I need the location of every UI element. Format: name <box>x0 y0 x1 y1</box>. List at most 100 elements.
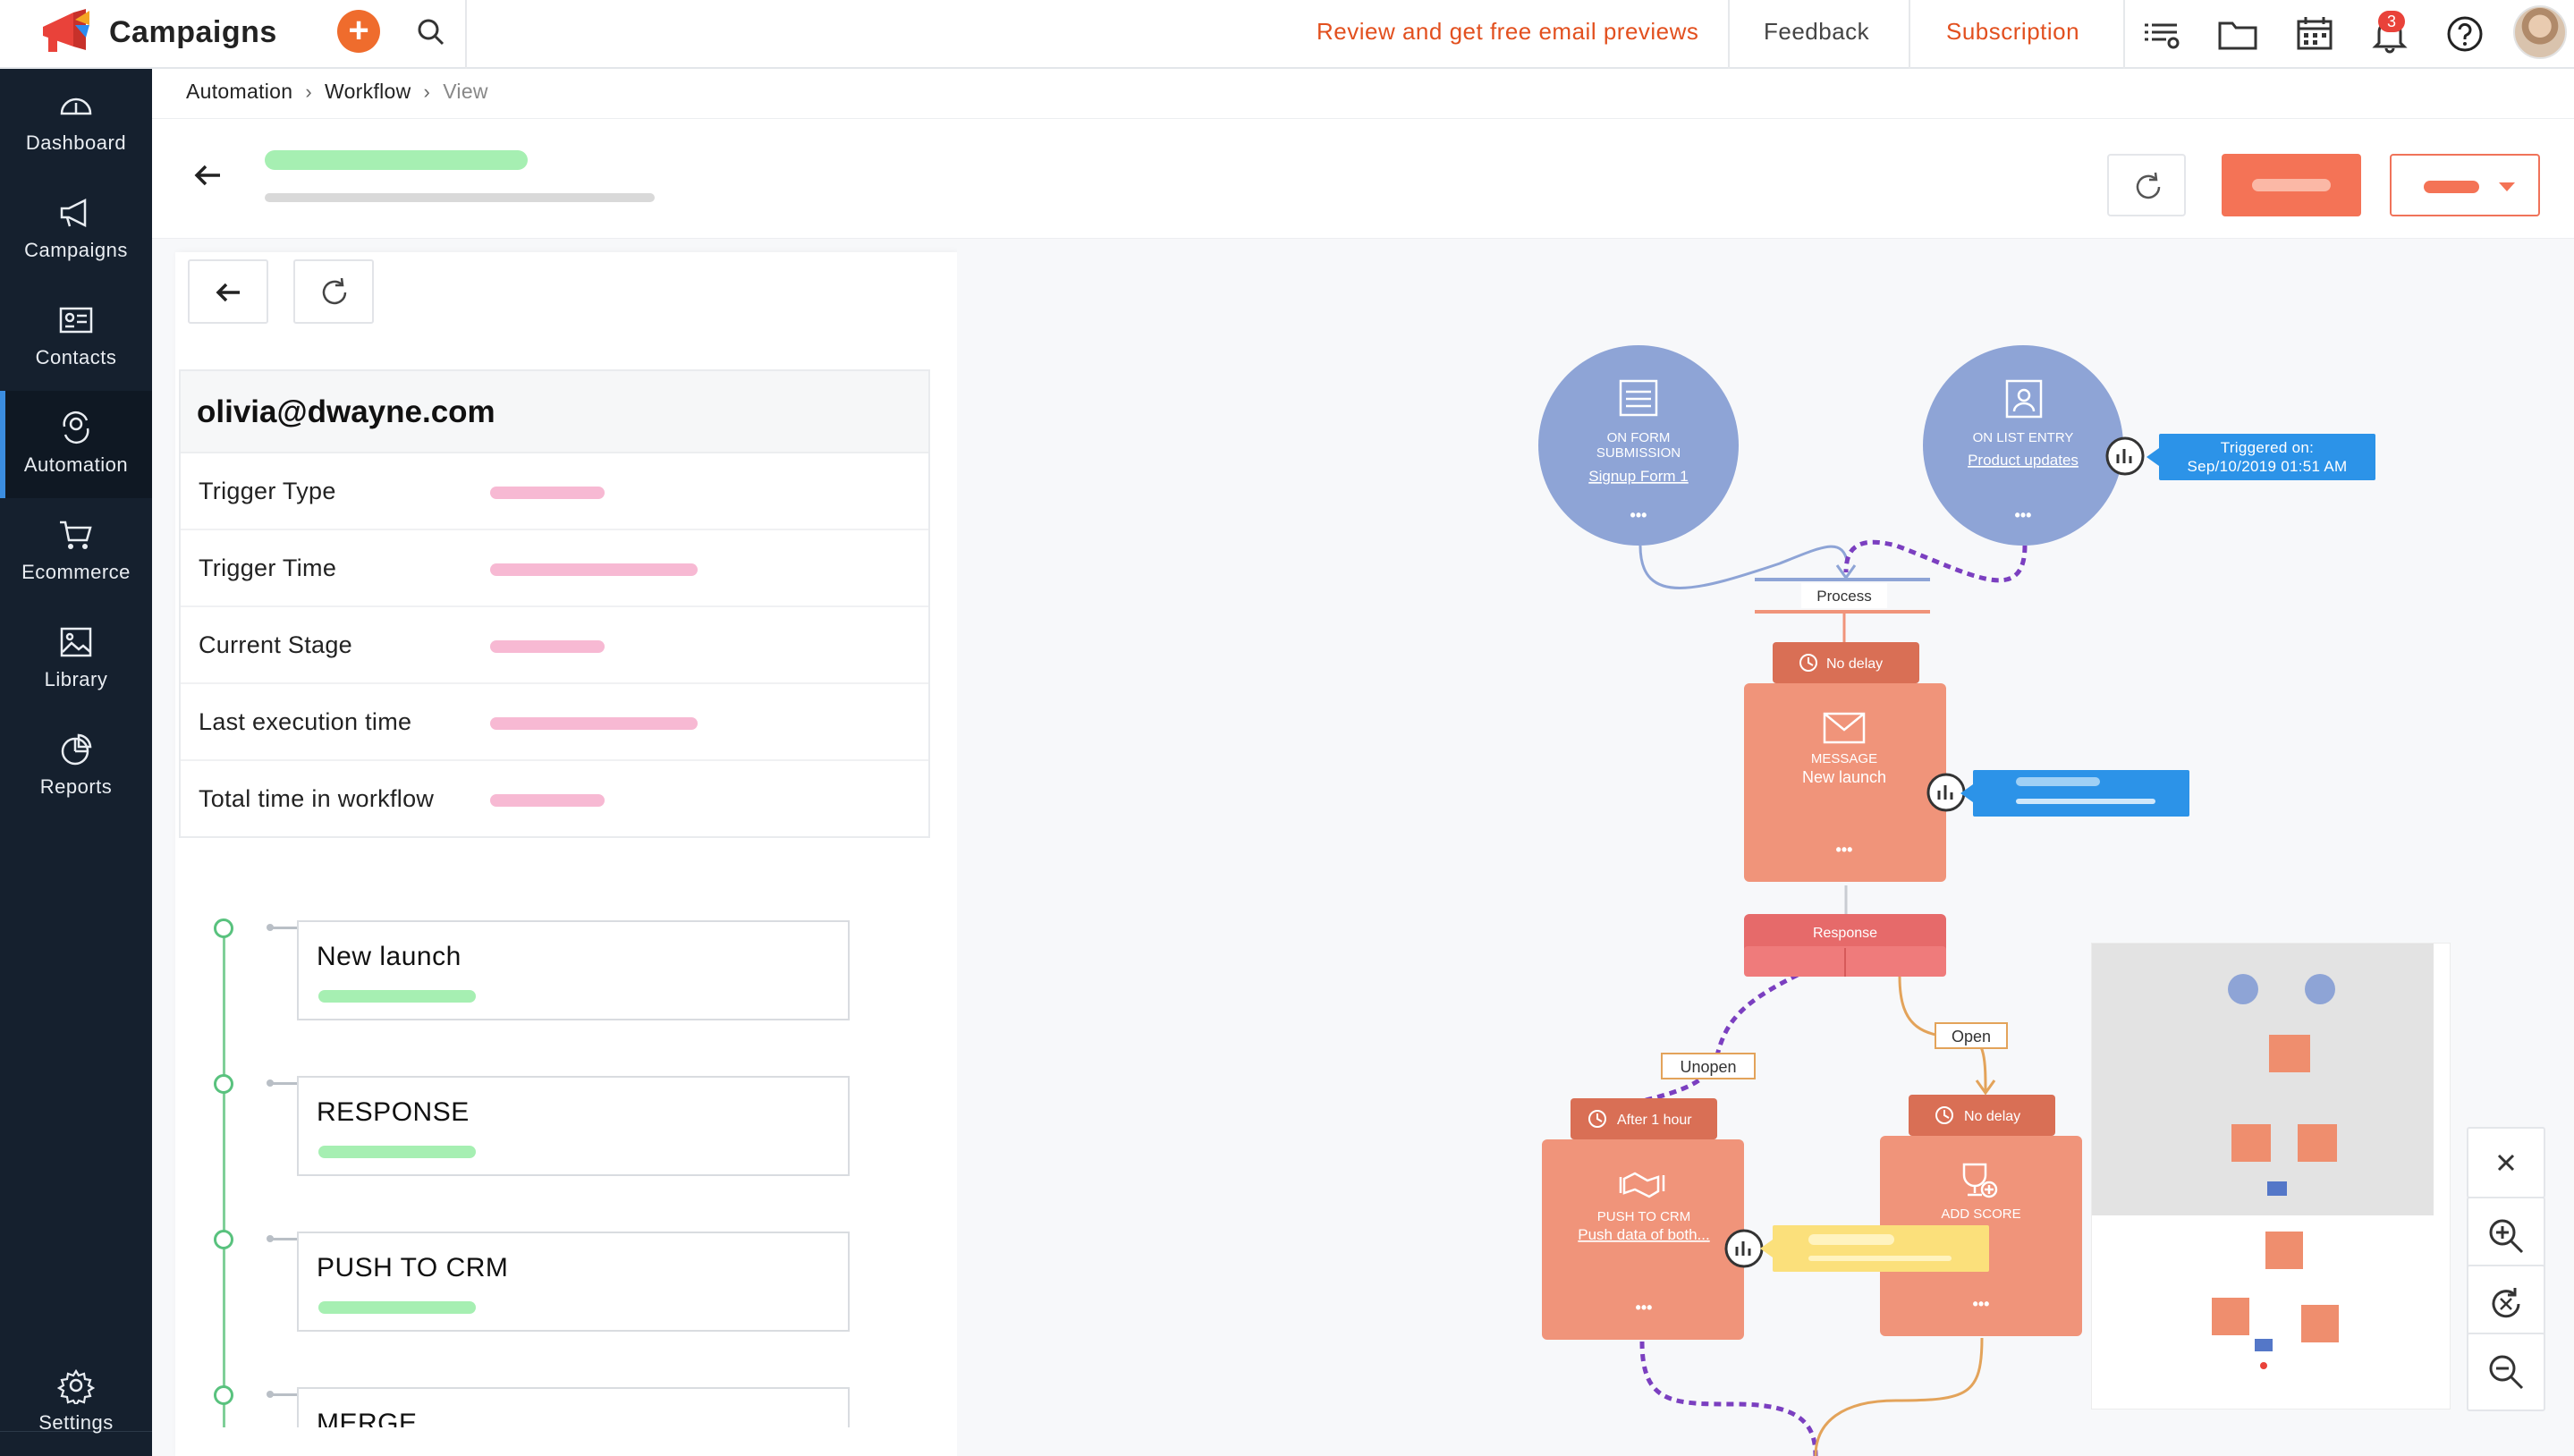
back-arrow-icon[interactable] <box>190 157 225 193</box>
envelope-icon <box>1823 712 1866 744</box>
field-label: Trigger Time <box>199 554 337 581</box>
node-type-label: PUSH TO CRM <box>1597 1209 1690 1224</box>
message-stats-tooltip <box>1960 770 2189 817</box>
push-to-crm-node[interactable]: After 1 hour PUSH TO CRM Push data of bo… <box>1542 1098 1744 1340</box>
zoom-in-button[interactable] <box>2467 1197 2545 1275</box>
avatar[interactable] <box>2513 5 2567 59</box>
more-options-icon[interactable]: ••• <box>1973 1295 1990 1313</box>
cart-icon <box>60 521 92 549</box>
sidebar-item-campaigns[interactable]: Campaigns <box>0 176 152 284</box>
crm-link[interactable]: Push data of both... <box>1578 1226 1709 1243</box>
triggered-on-label: Triggered on: <box>2220 439 2315 456</box>
back-arrow-icon <box>216 283 240 302</box>
sidebar-divider <box>0 1431 152 1432</box>
search-icon[interactable] <box>413 14 449 50</box>
trigger-form-node[interactable]: ON FORM SUBMISSION Signup Form 1 ••• <box>1538 345 1739 546</box>
stats-placeholder <box>1808 1256 1952 1261</box>
sidebar-item-label: Campaigns <box>24 239 128 261</box>
breadcrumb-automation[interactable]: Automation <box>186 80 293 103</box>
response-label: Response <box>1813 926 1877 941</box>
more-options-icon[interactable]: ••• <box>1836 841 1853 859</box>
panel-refresh-button[interactable] <box>293 259 374 324</box>
timeline-item-title: PUSH TO CRM <box>317 1253 509 1282</box>
minimap-node <box>2265 1232 2303 1269</box>
feedback-link[interactable]: Feedback <box>1764 18 1870 45</box>
top-divider <box>2123 0 2125 69</box>
plus-icon[interactable]: + <box>337 10 380 53</box>
sidebar-item-ecommerce[interactable]: Ecommerce <box>0 498 152 605</box>
timeline-item[interactable]: PUSH TO CRM <box>297 1232 850 1332</box>
node-type-label: ADD SCORE <box>1941 1206 2020 1222</box>
timeline-item[interactable]: RESPONSE <box>297 1076 850 1176</box>
timeline-dot <box>214 918 233 938</box>
minimap-node <box>2298 1124 2337 1162</box>
timeline-item[interactable]: New launch <box>297 920 850 1020</box>
stats-icon[interactable] <box>1724 1229 1764 1268</box>
sidebar-item-contacts[interactable]: Contacts <box>0 284 152 391</box>
sidebar-item-library[interactable]: Library <box>0 605 152 713</box>
more-options-icon[interactable]: ••• <box>2015 506 2032 524</box>
stats-icon[interactable] <box>1926 773 1966 812</box>
field-label: Trigger Type <box>199 478 336 504</box>
header-refresh-button[interactable] <box>2107 154 2186 216</box>
list-link[interactable]: Product updates <box>1968 452 2079 469</box>
minimap-viewport[interactable] <box>2092 944 2434 1215</box>
more-options-icon[interactable]: ••• <box>1636 1299 1653 1316</box>
contact-list-icon <box>2005 379 2043 419</box>
gear-icon <box>57 1368 95 1404</box>
brand[interactable]: Campaigns <box>39 7 277 57</box>
folder-icon[interactable] <box>2216 13 2259 55</box>
sidebar-item-dashboard[interactable]: Dashboard <box>0 69 152 176</box>
panel-back-button[interactable] <box>188 259 268 324</box>
node-type-label: ON FORM <box>1607 430 1671 445</box>
minimap[interactable] <box>2091 943 2451 1409</box>
sidebar-item-reports[interactable]: Reports <box>0 713 152 820</box>
breadcrumb-view: View <box>443 80 488 103</box>
node-type-label: MESSAGE <box>1811 751 1877 766</box>
clock-icon <box>1588 1110 1606 1128</box>
help-icon[interactable] <box>2443 13 2486 55</box>
subscription-link[interactable]: Subscription <box>1946 18 2080 45</box>
sidebar-item-label: Contacts <box>35 346 117 368</box>
top-divider <box>465 0 467 69</box>
workflow-name-placeholder <box>265 150 528 170</box>
minimap-node <box>2260 1362 2267 1369</box>
refresh-icon <box>2136 172 2161 199</box>
branch-unopen-label: Unopen <box>1680 1058 1736 1076</box>
list-icon[interactable] <box>2139 13 2182 55</box>
header-dropdown-button[interactable] <box>2390 154 2540 216</box>
zoom-out-button[interactable] <box>2467 1333 2545 1411</box>
minimap-trigger <box>2305 974 2335 1004</box>
sidebar-item-label: Dashboard <box>25 131 127 154</box>
delay-label: No delay <box>1964 1109 2020 1124</box>
connector-crm-next <box>1639 1341 1818 1456</box>
review-link[interactable]: Review and get free email previews <box>1317 18 1699 45</box>
sidebar-item-label: Reports <box>39 775 113 798</box>
timeline-connector <box>267 924 297 931</box>
add-score-node[interactable]: No delay ADD SCORE 15 ••• <box>1880 1095 2082 1336</box>
breadcrumb: Automation › Workflow › View <box>186 80 488 104</box>
stats-icon[interactable] <box>2105 436 2145 476</box>
breadcrumb-workflow[interactable]: Workflow <box>325 80 411 103</box>
zoom-reset-button[interactable] <box>2467 1265 2545 1343</box>
info-row-total-time: Total time in workflow <box>181 761 928 838</box>
message-node[interactable]: No delay MESSAGE New launch ••• <box>1744 642 1946 882</box>
trigger-list-node[interactable]: ON LIST ENTRY Product updates ••• <box>1923 345 2123 546</box>
more-options-icon[interactable]: ••• <box>1630 506 1647 524</box>
value-placeholder <box>490 563 698 576</box>
sidebar-item-automation[interactable]: Automation <box>0 391 152 498</box>
header-primary-button[interactable] <box>2222 154 2361 216</box>
close-minimap-button[interactable] <box>2467 1127 2545 1198</box>
form-link[interactable]: Signup Form 1 <box>1588 468 1689 485</box>
refresh-icon <box>322 277 347 305</box>
status-placeholder <box>318 990 476 1003</box>
status-placeholder <box>318 1146 476 1158</box>
connector-score-next <box>1814 1337 1984 1456</box>
clock-icon <box>1935 1106 1953 1124</box>
sidebar-item-settings[interactable]: Settings <box>0 1349 152 1456</box>
process-label-box <box>1801 583 1887 608</box>
calendar-icon[interactable] <box>2293 13 2336 55</box>
info-row-trigger-type: Trigger Type <box>181 453 928 530</box>
value-placeholder <box>490 640 605 653</box>
response-node[interactable]: Response <box>1744 914 1946 977</box>
